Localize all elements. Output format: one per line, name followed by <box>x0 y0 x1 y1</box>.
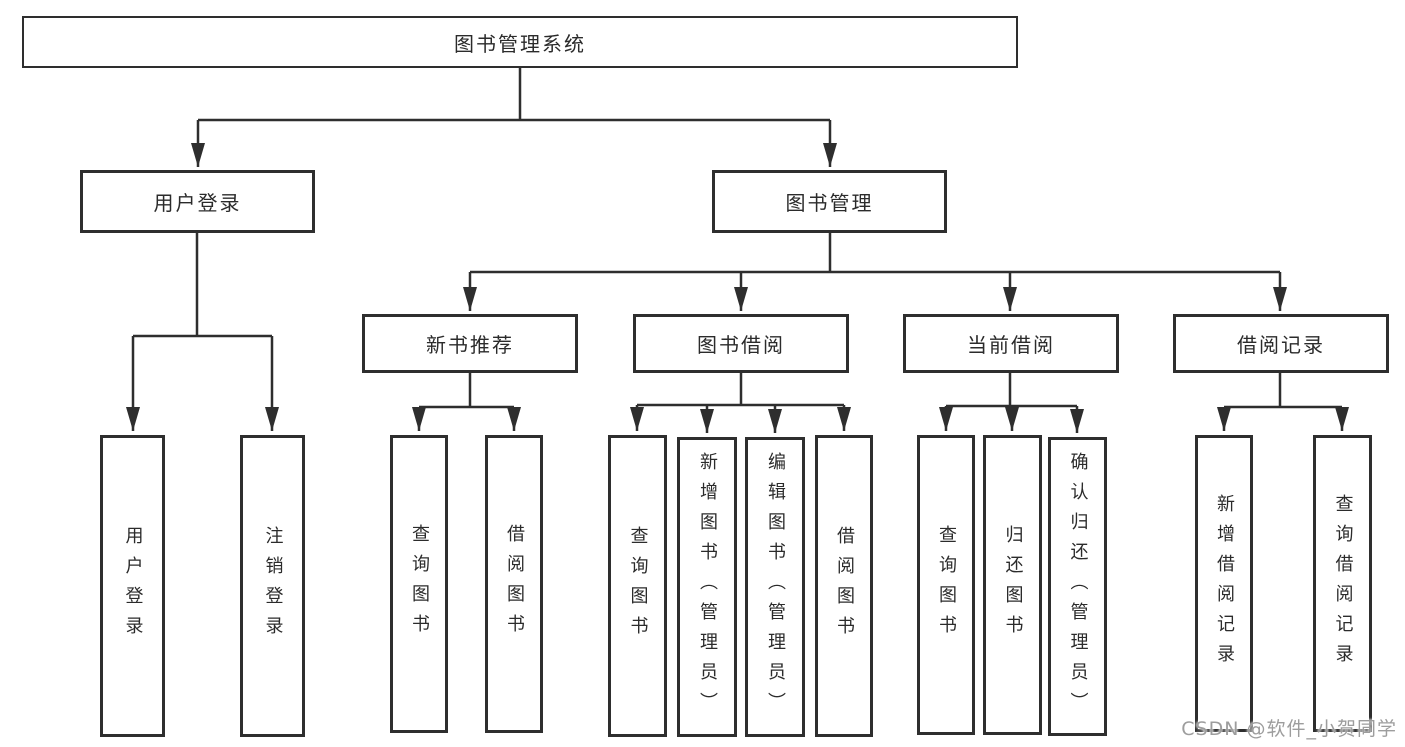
leaf-borrow-books-2-label: 借阅图书 <box>834 526 855 646</box>
leaf-query-books-1-label: 查询图书 <box>409 524 430 644</box>
node-new-book-recommendation: 新书推荐 <box>362 314 578 373</box>
rail-user-login <box>133 233 272 338</box>
rail-book-management <box>470 233 1280 274</box>
node-book-borrowing: 图书借阅 <box>633 314 849 373</box>
leaf-user-login: 用户登录 <box>100 435 165 737</box>
node-current-borrowing-label: 当前借阅 <box>967 333 1055 357</box>
leaf-add-book-admin: 新增图书（管理员） <box>677 437 737 737</box>
node-user-login-label: 用户登录 <box>153 191 242 215</box>
leaf-add-book-admin-label: 新增图书（管理员） <box>697 452 718 722</box>
leaf-user-login-label: 用户登录 <box>122 526 144 646</box>
node-library-system: 图书管理系统 <box>22 16 1018 68</box>
leaf-logout: 注销登录 <box>240 435 305 737</box>
rail-borrowing-records <box>1224 373 1342 409</box>
leaf-query-books-2: 查询图书 <box>608 435 667 737</box>
leaf-query-books-1: 查询图书 <box>390 435 448 733</box>
node-borrowing-records: 借阅记录 <box>1173 314 1389 373</box>
node-book-management-label: 图书管理 <box>785 191 874 215</box>
node-user-login: 用户登录 <box>80 170 315 233</box>
node-current-borrowing: 当前借阅 <box>903 314 1119 373</box>
csdn-watermark: CSDN @软件_小贺同学 <box>1181 718 1397 740</box>
leaf-add-borrow-record: 新增借阅记录 <box>1195 435 1253 732</box>
leaf-edit-book-admin-label: 编辑图书（管理员） <box>765 452 786 722</box>
leaf-query-borrow-record: 查询借阅记录 <box>1313 435 1372 732</box>
node-new-book-recommendation-label: 新书推荐 <box>426 333 514 357</box>
leaf-edit-book-admin: 编辑图书（管理员） <box>745 437 805 737</box>
leaf-query-books-3-label: 查询图书 <box>936 525 957 645</box>
leaf-add-borrow-record-label: 新增借阅记录 <box>1214 493 1235 674</box>
rail-book-borrowing <box>637 373 844 407</box>
node-library-system-label: 图书管理系统 <box>454 31 586 56</box>
node-borrowing-records-label: 借阅记录 <box>1237 333 1325 357</box>
rail-new-book-recommendation <box>419 373 514 409</box>
leaf-query-books-3: 查询图书 <box>917 435 975 735</box>
node-book-borrowing-label: 图书借阅 <box>697 333 785 357</box>
leaf-query-borrow-record-label: 查询借阅记录 <box>1332 493 1354 674</box>
leaf-query-books-2-label: 查询图书 <box>627 526 649 646</box>
leaf-borrow-books-1-label: 借阅图书 <box>504 524 525 644</box>
rail-current-borrowing <box>946 373 1077 408</box>
leaf-confirm-return-admin-label: 确认归还（管理员） <box>1067 451 1089 722</box>
leaf-return-books: 归还图书 <box>983 435 1042 735</box>
rail-root <box>198 68 830 122</box>
leaf-borrow-books-2: 借阅图书 <box>815 435 873 737</box>
leaf-return-books-label: 归还图书 <box>1002 525 1024 645</box>
leaf-borrow-books-1: 借阅图书 <box>485 435 543 733</box>
leaf-confirm-return-admin: 确认归还（管理员） <box>1048 437 1107 736</box>
node-book-management: 图书管理 <box>712 170 947 233</box>
leaf-logout-label: 注销登录 <box>262 526 284 646</box>
